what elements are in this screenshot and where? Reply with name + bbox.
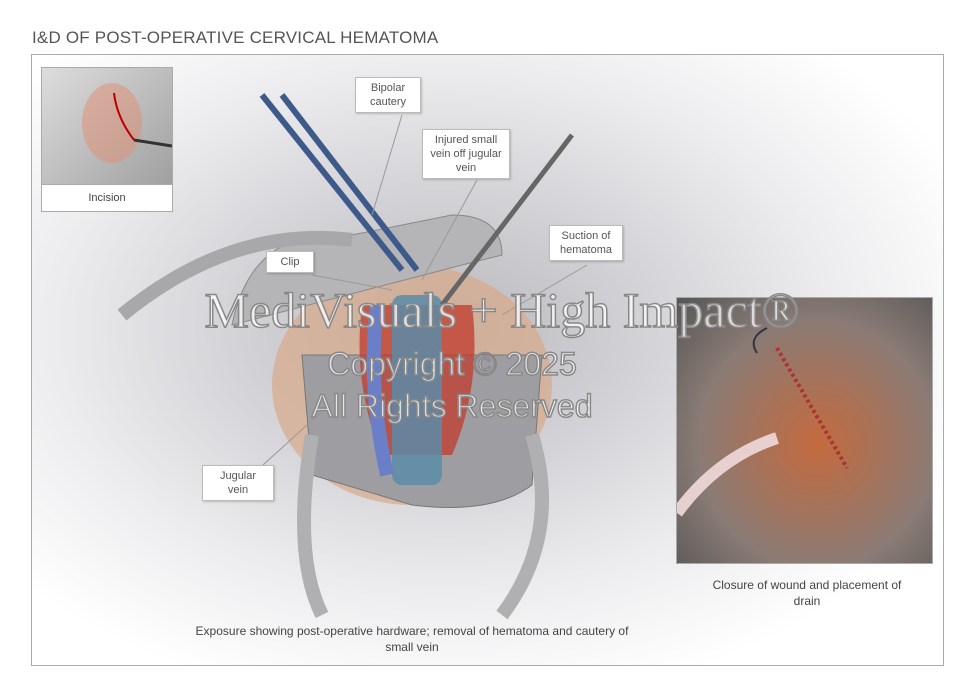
watermark-line1: MediVisuals + High Impact® <box>204 282 801 339</box>
incision-drawing <box>82 83 172 163</box>
watermark-line3: All Rights Reserved <box>311 388 594 425</box>
watermark-line2: Copyright © 2025 <box>327 346 578 383</box>
surgical-illustration <box>117 93 588 620</box>
label-suction: Suction of hematoma <box>549 225 623 261</box>
label-clip: Clip <box>266 251 314 273</box>
incision-inset: Incision <box>41 67 173 212</box>
page-title: I&D OF POST-OPERATIVE CERVICAL HEMATOMA <box>32 28 439 47</box>
closure-caption: Closure of wound and placement of drain <box>712 578 902 608</box>
closure-drawing <box>677 327 849 517</box>
label-bipolar-cautery: Bipolar cautery <box>355 77 421 113</box>
closure-inset <box>676 297 933 564</box>
main-caption: Exposure showing post-operative hardware… <box>195 624 629 654</box>
incision-caption: Incision <box>42 184 172 211</box>
label-injured-vein: Injured small vein off jugular vein <box>422 129 510 179</box>
illustration-frame: Incision Closure of wound and placement … <box>31 54 944 666</box>
label-jugular-vein: Jugular vein <box>202 465 274 501</box>
